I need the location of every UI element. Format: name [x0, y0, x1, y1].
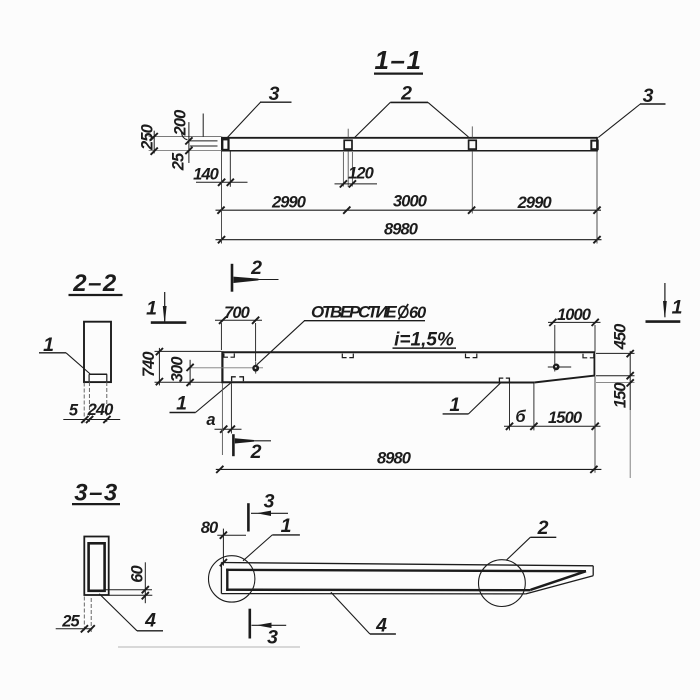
svg-text:ОТВЕРСТИЕ: ОТВЕРСТИЕ: [311, 303, 397, 322]
svg-text:200: 200: [172, 109, 190, 137]
svg-text:1: 1: [672, 297, 683, 319]
svg-text:25: 25: [61, 613, 80, 631]
svg-text:1: 1: [449, 394, 460, 416]
svg-text:140: 140: [193, 166, 220, 184]
svg-text:3: 3: [264, 491, 275, 513]
svg-text:80: 80: [201, 519, 219, 537]
svg-text:1–1: 1–1: [375, 45, 423, 75]
svg-text:1: 1: [281, 515, 292, 537]
svg-text:120: 120: [348, 165, 375, 183]
svg-text:2990: 2990: [517, 194, 553, 212]
svg-text:1500: 1500: [548, 409, 583, 427]
svg-text:2–2: 2–2: [72, 270, 118, 297]
svg-text:3: 3: [269, 83, 280, 105]
svg-text:2: 2: [537, 517, 549, 539]
svg-text:4: 4: [375, 615, 387, 637]
svg-text:25: 25: [170, 152, 188, 171]
svg-text:2: 2: [250, 257, 262, 279]
svg-text:5: 5: [69, 402, 79, 420]
svg-text:а: а: [206, 411, 215, 429]
svg-text:2990: 2990: [271, 194, 307, 212]
svg-text:740: 740: [140, 351, 158, 378]
svg-text:150: 150: [612, 382, 630, 409]
svg-text:3–3: 3–3: [74, 480, 119, 507]
svg-text:300: 300: [168, 356, 186, 383]
svg-text:3000: 3000: [393, 193, 428, 211]
svg-text:1: 1: [176, 393, 187, 415]
svg-text:1000: 1000: [557, 306, 592, 324]
svg-text:8980: 8980: [384, 221, 419, 239]
svg-text:4: 4: [144, 610, 156, 632]
svg-text:240: 240: [87, 401, 115, 419]
svg-text:2: 2: [250, 441, 262, 463]
svg-text:60: 60: [409, 304, 427, 322]
svg-text:1: 1: [43, 334, 54, 356]
svg-text:8980: 8980: [377, 450, 412, 468]
svg-text:60: 60: [128, 565, 146, 583]
svg-text:700: 700: [224, 304, 251, 322]
svg-text:1: 1: [146, 298, 157, 320]
svg-text:б: б: [515, 408, 526, 426]
svg-text:3: 3: [643, 85, 654, 107]
svg-text:250: 250: [139, 123, 157, 151]
svg-text:i=1,5%: i=1,5%: [394, 330, 454, 351]
svg-text:2: 2: [400, 83, 412, 105]
svg-text:450: 450: [612, 323, 630, 351]
svg-text:3: 3: [267, 627, 278, 649]
